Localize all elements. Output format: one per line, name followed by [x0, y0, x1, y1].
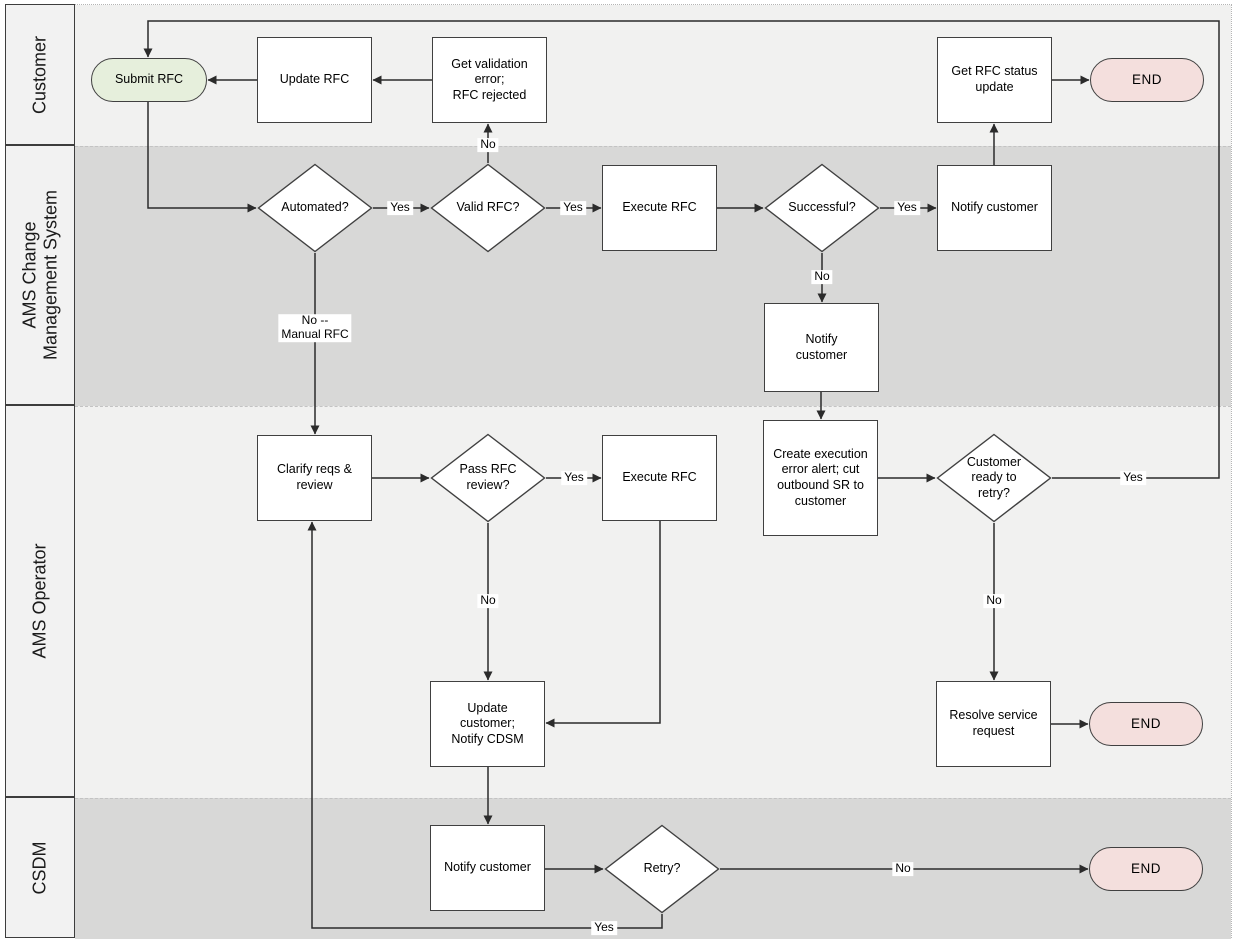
flow-node-execute-rfc-manual: Execute RFC: [602, 435, 717, 521]
lane-label-cell-customer: Customer: [5, 4, 75, 145]
flow-node-pass-rfc-review: Pass RFC review?: [430, 433, 546, 523]
flow-node-resolve-service-request: Resolve service request: [936, 681, 1051, 767]
lane-label-cell-ams-cms: AMS Change Management System: [5, 145, 75, 405]
lane-label-cell-csdm: CSDM: [5, 797, 75, 938]
node-label: Get RFC status update: [951, 64, 1038, 94]
lane-band-customer: [75, 5, 1231, 146]
edge-label-validrfc-yes: Yes: [560, 200, 586, 215]
flow-node-end-customer: END: [1090, 58, 1204, 102]
flow-node-update-customer-notify-cdsm: Update customer; Notify CDSM: [430, 681, 545, 767]
node-label: Valid RFC?: [456, 200, 520, 215]
flow-node-valid-rfc: Valid RFC?: [430, 163, 546, 253]
edge-label-automated-yes: Yes: [387, 200, 413, 215]
node-label: END: [1130, 715, 1161, 731]
edge-label-readyretry-yes: Yes: [1120, 470, 1146, 485]
node-label: Automated?: [281, 200, 349, 215]
flow-node-end-csdm: END: [1089, 847, 1203, 891]
flow-node-notify-customer-fail: Notify customer: [764, 303, 879, 392]
flow-node-update-rfc: Update RFC: [257, 37, 372, 123]
node-label: Execute RFC: [622, 470, 697, 485]
node-label: Submit RFC: [114, 72, 184, 87]
edge-label-readyretry-no: No: [983, 593, 1005, 608]
node-label: Successful?: [788, 200, 856, 215]
node-label: Update RFC: [279, 72, 350, 87]
edge-label-review-yes: Yes: [561, 470, 587, 485]
lane-label-ams-operator: AMS Operator: [29, 543, 50, 659]
edge-label-retry-yes: Yes: [591, 920, 617, 935]
lane-label-ams-cms: AMS Change Management System: [19, 189, 60, 361]
flow-node-notify-customer-success: Notify customer: [937, 165, 1052, 251]
edge-label-review-no: No: [477, 593, 499, 608]
flow-node-execute-rfc-auto: Execute RFC: [602, 165, 717, 251]
lane-label-cell-ams-operator: AMS Operator: [5, 405, 75, 797]
node-label: Create execution error alert; cut outbou…: [773, 446, 868, 508]
edge-label-retry-no: No: [892, 861, 914, 876]
edge-label-automated-no: No -- Manual RFC: [278, 313, 352, 342]
node-label: END: [1130, 860, 1161, 876]
node-label: Notify customer: [795, 331, 848, 362]
node-label: Resolve service request: [949, 708, 1038, 738]
node-label: Pass RFC review?: [459, 462, 517, 492]
flow-node-successful: Successful?: [764, 163, 880, 253]
flow-node-clarify-reqs: Clarify reqs & review: [257, 435, 372, 521]
flow-node-get-validation-error: Get validation error; RFC rejected: [432, 37, 547, 123]
node-label: Get validation error; RFC rejected: [451, 56, 528, 102]
node-label: Update customer; Notify CDSM: [451, 700, 524, 746]
node-label: Notify customer: [951, 200, 1038, 215]
node-label: Execute RFC: [622, 200, 697, 215]
edge-label-validrfc-no: No: [477, 137, 499, 152]
lane-label-customer: Customer: [29, 35, 50, 114]
flow-node-notify-customer-csdm: Notify customer: [430, 825, 545, 911]
node-label: Notify customer: [444, 860, 531, 875]
flow-node-get-rfc-status: Get RFC status update: [937, 37, 1052, 123]
flow-node-customer-ready-retry: Customer ready to retry?: [936, 433, 1052, 523]
lane-label-csdm: CSDM: [29, 841, 50, 894]
node-label: Retry?: [643, 861, 681, 876]
flow-node-end-operator: END: [1089, 702, 1203, 746]
flow-node-automated: Automated?: [257, 163, 373, 253]
flow-node-create-error-alert: Create execution error alert; cut outbou…: [763, 420, 878, 536]
node-label: END: [1131, 71, 1162, 87]
flow-node-retry: Retry?: [604, 824, 720, 914]
edge-label-successful-no: No: [811, 269, 833, 284]
node-label: Clarify reqs & review: [276, 462, 353, 492]
edge-label-successful-yes: Yes: [894, 200, 920, 215]
flow-node-submit-rfc: Submit RFC: [91, 58, 207, 102]
node-label: Customer ready to retry?: [966, 454, 1022, 500]
